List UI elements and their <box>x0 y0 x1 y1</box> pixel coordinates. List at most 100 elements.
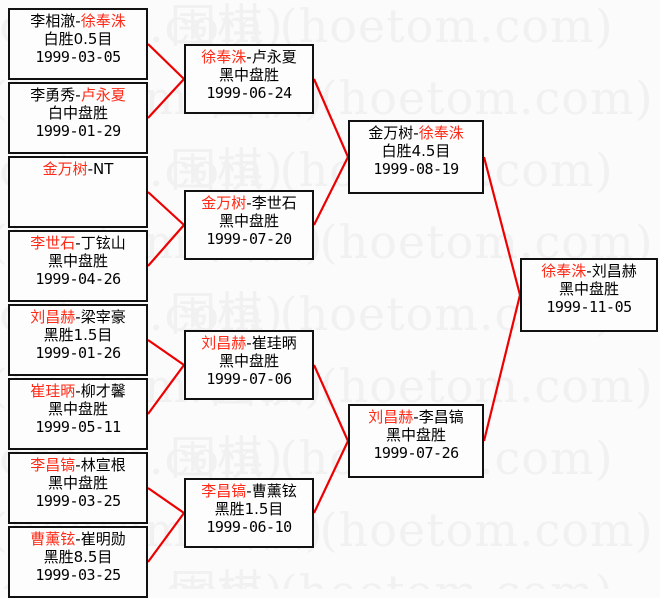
match-players: 徐奉洙-刘昌赫 <box>522 264 656 279</box>
match-date: 1999-03-25 <box>35 566 121 584</box>
player-separator: - <box>246 482 252 500</box>
player-separator: - <box>586 262 592 280</box>
player-separator: - <box>75 12 81 30</box>
player-two: 柳才馨 <box>80 382 126 400</box>
player-two: 卢永夏 <box>251 48 297 66</box>
match-box-round1-3[interactable]: 金万树-NT <box>8 156 148 228</box>
match-players: 崔珪昞-柳才馨 <box>10 384 146 399</box>
match-result: 白胜4.5目 <box>381 142 451 160</box>
connector-line <box>147 43 185 80</box>
player-one: 徐奉洙 <box>541 262 587 280</box>
player-two: 李世石 <box>251 194 297 212</box>
player-one: 李相澈 <box>30 12 76 30</box>
match-result: 黑中盘胜 <box>47 474 108 492</box>
match-result: 黑中盘胜 <box>558 280 619 298</box>
player-one: 刘昌赫 <box>368 408 414 426</box>
match-date: 1999-04-26 <box>35 270 121 288</box>
match-date: 1999-11-05 <box>546 298 632 316</box>
player-one: 李勇秀 <box>30 86 76 104</box>
player-two: NT <box>93 160 114 178</box>
match-players: 李昌镐-曹薰铉 <box>186 484 312 499</box>
connector-line <box>147 191 185 226</box>
connector-line <box>147 339 185 366</box>
player-one: 金万树 <box>42 160 88 178</box>
match-result: 白中盘胜 <box>47 104 108 122</box>
player-separator: - <box>246 194 252 212</box>
player-one: 刘昌赫 <box>201 334 247 352</box>
player-separator: - <box>75 86 81 104</box>
match-result: 黑中盘胜 <box>47 252 108 270</box>
player-two: 崔明勋 <box>80 530 126 548</box>
match-players: 李相澈-徐奉洙 <box>10 14 146 29</box>
connector-line <box>147 512 185 563</box>
player-separator: - <box>75 234 81 252</box>
match-date: 1999-01-26 <box>35 344 121 362</box>
match-players: 曹薰铉-崔明勋 <box>10 532 146 547</box>
player-one: 曹薰铉 <box>30 530 76 548</box>
match-date: 1999-03-05 <box>35 48 121 66</box>
match-date: 1999-06-10 <box>206 518 292 536</box>
player-two: 徐奉洙 <box>418 124 464 142</box>
match-result: 黑中盘胜 <box>47 400 108 418</box>
match-date: 1999-07-26 <box>373 444 459 462</box>
player-two: 李昌镐 <box>418 408 464 426</box>
player-separator: - <box>246 48 252 66</box>
player-separator: - <box>413 408 419 426</box>
player-one: 金万树 <box>201 194 247 212</box>
match-result: 白胜0.5目 <box>43 30 113 48</box>
match-players: 刘昌赫-崔珪昞 <box>186 336 312 351</box>
player-one: 李昌镐 <box>30 456 76 474</box>
match-date: 1999-06-24 <box>206 84 292 102</box>
match-result: 黑胜1.5目 <box>43 326 113 344</box>
match-result: 黑中盘胜 <box>218 212 279 230</box>
match-players: 金万树-徐奉洙 <box>350 126 482 141</box>
connector-line <box>147 487 185 514</box>
player-two: 徐奉洙 <box>80 12 126 30</box>
connector-line <box>147 364 185 415</box>
match-players: 金万树-李世石 <box>186 196 312 211</box>
player-separator: - <box>75 456 81 474</box>
match-date: 1999-07-06 <box>206 370 292 388</box>
player-one: 徐奉洙 <box>201 48 247 66</box>
match-result: 黑中盘胜 <box>385 426 446 444</box>
connector-line <box>147 78 185 119</box>
connector-line <box>482 294 522 442</box>
player-separator: - <box>75 382 81 400</box>
match-date: 1999-03-25 <box>35 492 121 510</box>
match-players: 刘昌赫-李昌镐 <box>350 410 482 425</box>
player-two: 刘昌赫 <box>591 262 637 280</box>
match-result: 黑中盘胜 <box>218 66 279 84</box>
player-one: 金万树 <box>368 124 414 142</box>
player-two: 崔珪昞 <box>251 334 297 352</box>
connector-line <box>312 78 350 158</box>
connector-line <box>147 224 185 267</box>
player-one: 崔珪昞 <box>30 382 76 400</box>
match-date: 1999-07-20 <box>206 230 292 248</box>
player-two: 曹薰铉 <box>251 482 297 500</box>
connector-line <box>312 364 350 442</box>
connector-line <box>313 156 349 226</box>
match-date: 1999-01-29 <box>35 122 121 140</box>
match-result: 黑中盘胜 <box>218 352 279 370</box>
player-separator: - <box>246 334 252 352</box>
match-date: 1999-05-11 <box>35 418 121 436</box>
player-one: 刘昌赫 <box>30 308 76 326</box>
connector-line <box>482 156 522 296</box>
player-separator: - <box>87 160 94 178</box>
connector-line <box>313 440 349 514</box>
